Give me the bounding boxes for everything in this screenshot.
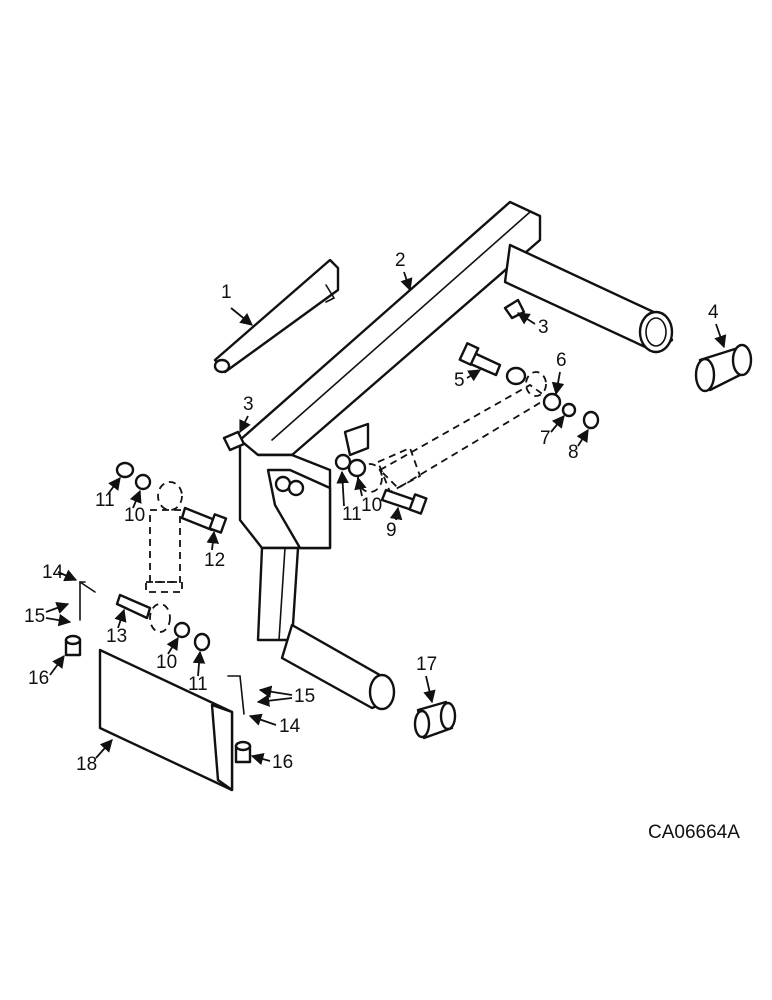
callout-11c: 11 (188, 674, 208, 695)
callout-11a: 11 (342, 504, 362, 525)
callout-1: 1 (221, 282, 232, 303)
main-frame (238, 200, 674, 711)
callout-12: 12 (204, 550, 225, 571)
callout-11b: 11 (95, 490, 115, 511)
callout-16a: 16 (28, 668, 49, 689)
spring-right (234, 740, 252, 764)
callout-17: 17 (416, 654, 437, 675)
clip-lower (222, 430, 246, 452)
callout-8: 8 (568, 442, 579, 463)
pin-left (79, 581, 96, 621)
callout-14b: 14 (279, 716, 301, 737)
callout-13: 13 (106, 626, 127, 647)
pin-right (227, 675, 245, 715)
hydraulic-cylinder-upper (357, 371, 550, 494)
callout-2: 2 (395, 250, 406, 271)
bushing-lower (413, 700, 457, 740)
callout-15b: 15 (294, 686, 315, 707)
shield-plate (98, 648, 234, 792)
diagram-code: CA06664A (648, 822, 740, 843)
spring-left (64, 634, 82, 657)
callout-3b: 3 (243, 394, 254, 415)
callout-9: 9 (386, 520, 397, 541)
callout-16b: 16 (272, 752, 293, 773)
bushing-upper (694, 343, 753, 393)
link-bar (213, 258, 340, 374)
hardware-upper (334, 342, 600, 515)
callout-3a: 3 (538, 317, 549, 338)
callout-10c: 10 (156, 652, 177, 673)
callout-labels: 1 2 3 3 4 5 6 7 8 9 10 11 12 10 11 13 14 (24, 250, 727, 775)
callout-18: 18 (76, 754, 97, 775)
hydraulic-cylinder-left (145, 481, 183, 633)
callout-5: 5 (454, 370, 465, 391)
callout-6: 6 (556, 350, 567, 371)
callout-15a: 15 (24, 606, 45, 627)
callout-10b: 10 (124, 505, 145, 526)
callout-10a: 10 (361, 495, 382, 516)
callout-14a: 14 (42, 562, 64, 583)
callout-7: 7 (540, 428, 551, 449)
callout-4: 4 (708, 302, 719, 323)
hardware-left (115, 461, 228, 652)
